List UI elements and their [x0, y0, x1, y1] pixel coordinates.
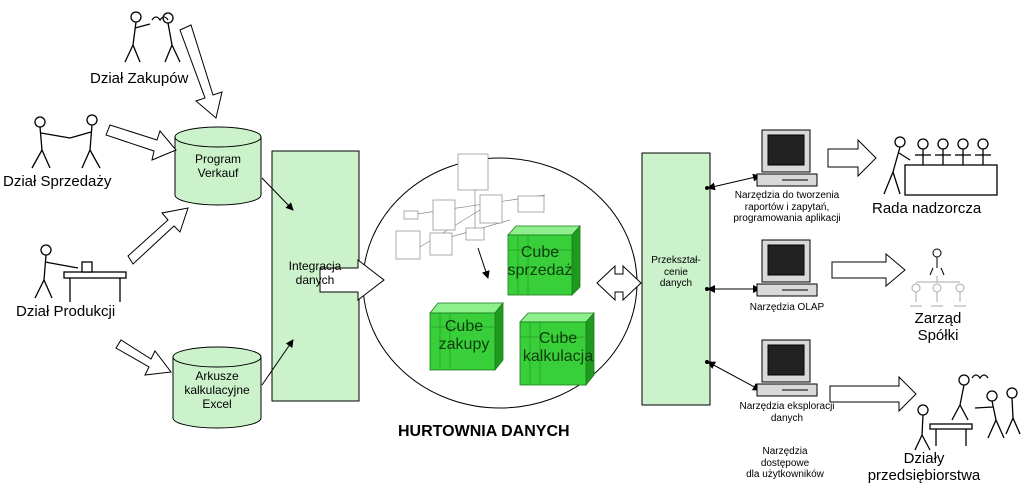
- label-purchasing-department: Dział Zakupów: [90, 70, 189, 87]
- arrow-warehouse-transformation: [596, 264, 642, 302]
- company-departments-icon: [914, 374, 1021, 451]
- label-company-departments: Działy przedsiębiorstwa: [867, 450, 981, 485]
- arrow-to-company-departments: [829, 375, 917, 413]
- arrow-production-to-db: [127, 207, 189, 265]
- computer-icon-reporting: [756, 129, 818, 187]
- arrow-to-management-board: [831, 252, 906, 288]
- label-cube-sales: Cube sprzedaż: [507, 244, 573, 280]
- label-olap-tools: Narzędzia OLAP: [749, 302, 825, 313]
- label-cube-purchases: Cube zakupy: [438, 318, 490, 354]
- computer-icon-olap: [756, 239, 818, 297]
- sales-people-icon: [31, 114, 101, 169]
- cube-purchases: [429, 301, 504, 372]
- label-production-department: Dział Produkcji: [16, 303, 116, 320]
- excel-sheets-database: [172, 346, 262, 429]
- line-db-to-integration: [261, 177, 294, 211]
- label-excel-sheets: Arkusze kalkulacyjne Excel: [184, 369, 250, 411]
- purchasing-people-icon: [124, 11, 181, 63]
- label-sales-department: Dział Sprzedaży: [3, 173, 112, 190]
- label-supervisory-board: Rada nadzorcza: [872, 200, 982, 217]
- label-exploration-tools: Narzędzia eksploracji danych: [739, 401, 835, 424]
- line-excel-to-integration: [261, 339, 294, 386]
- connector-exploration: [707, 361, 761, 391]
- transformation-box: [641, 152, 711, 406]
- production-worker-icon: [34, 244, 127, 302]
- computer-icon-exploration: [756, 339, 818, 397]
- arrow-sales-to-db: [105, 124, 177, 161]
- cube-costing: [519, 311, 595, 387]
- label-transformation: Przekształ- cenie danych: [651, 255, 701, 289]
- label-cube-costing: Cube kalkulacja: [522, 330, 594, 366]
- arrow-production-to-excel: [115, 339, 172, 376]
- arrow-integration-to-warehouse: [319, 258, 385, 302]
- program-verkauf-database: [174, 126, 262, 206]
- connector-reporting: [707, 173, 761, 191]
- label-integration: Integracja danych: [288, 259, 342, 287]
- arrow-purchasing-to-db: [179, 24, 223, 119]
- supervisory-board-icon: [883, 136, 998, 196]
- schema-diagram: [395, 153, 546, 260]
- label-reporting-tools: Narzędzia do tworzenia raportów i zapyta…: [733, 190, 841, 224]
- warehouse-title: HURTOWNIA DANYCH: [398, 423, 570, 440]
- schema-to-cube-arrow: [477, 247, 490, 279]
- management-board-icon: [910, 248, 966, 307]
- label-user-access-tools: Narzędzia dostępowe dla użytkowników: [746, 446, 824, 480]
- label-management-board: Zarząd Spółki: [914, 310, 962, 345]
- cube-sales: [507, 224, 581, 296]
- label-program-verkauf: Program Verkauf: [194, 152, 241, 180]
- arrow-to-supervisory-board: [827, 138, 877, 178]
